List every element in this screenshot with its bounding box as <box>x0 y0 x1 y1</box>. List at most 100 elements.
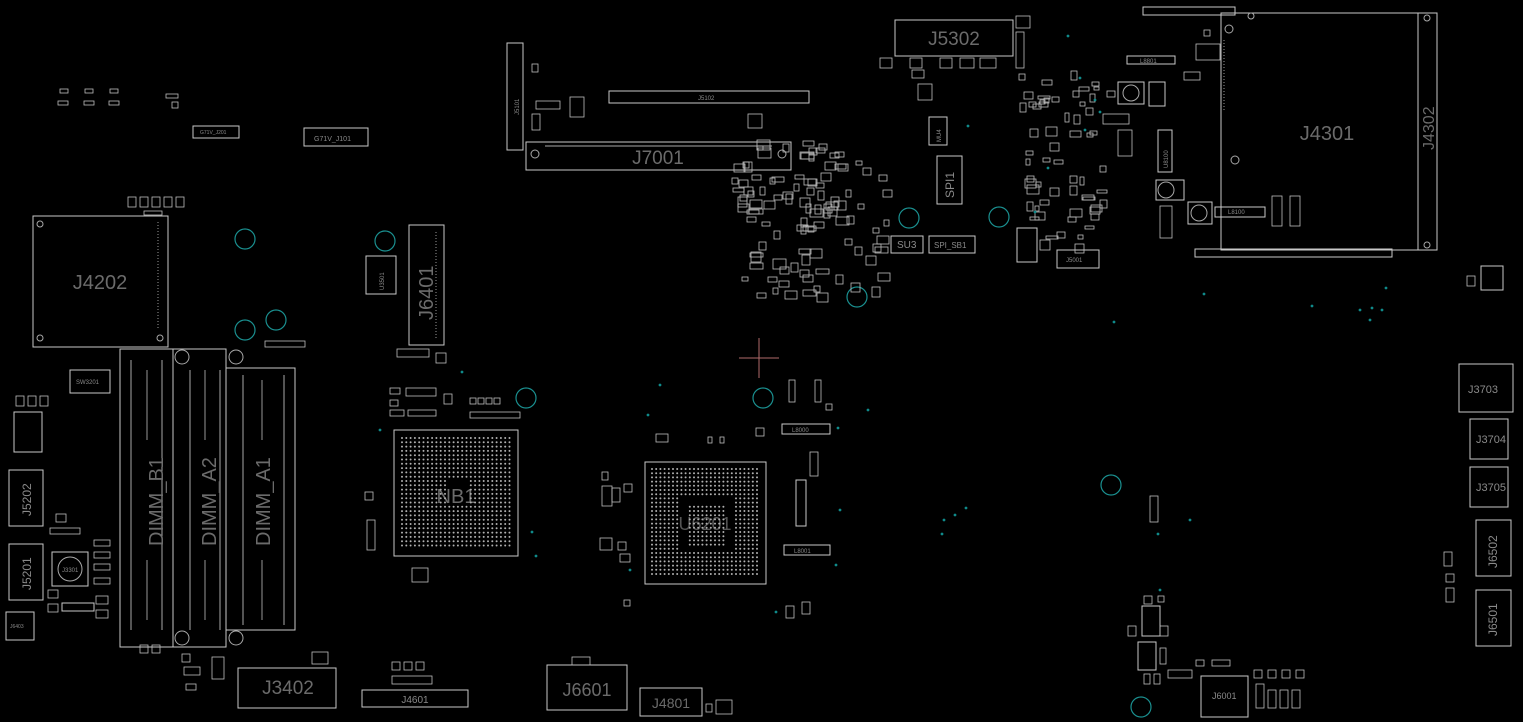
j6401-label: J6401 <box>416 266 438 321</box>
mounting-hole <box>515 387 537 409</box>
dimm-a1-label: DIMM_A1 <box>253 457 275 546</box>
cpu-support-parts: L8000 L8001 <box>599 379 833 619</box>
dimm-b1-slot[interactable]: DIMM_B1 <box>119 348 174 648</box>
svg-text:SPI1: SPI1 <box>943 172 957 198</box>
j5302-connector[interactable]: J5302 <box>879 15 1031 101</box>
svg-text:J5201: J5201 <box>20 557 34 590</box>
j3704-connector[interactable]: J3704 <box>1469 418 1509 460</box>
mu4-chip: MU4 <box>928 116 948 146</box>
mounting-hole <box>265 309 287 331</box>
cpu-label: U6201 <box>678 514 731 534</box>
mounting-hole <box>1100 474 1122 496</box>
nb1-support-parts <box>364 387 521 583</box>
svg-text:L8000: L8000 <box>792 428 809 434</box>
svg-text:J3704: J3704 <box>1476 434 1506 446</box>
j4301-module[interactable]: J4301 J4302 <box>1142 6 1438 258</box>
svg-text:G71V_J101: G71V_J101 <box>314 136 351 143</box>
j5302-label: J5302 <box>928 29 980 50</box>
dimm-a2-label: DIMM_A2 <box>199 457 221 546</box>
svg-text:SPI_SB1: SPI_SB1 <box>934 241 967 250</box>
svg-text:L8801: L8801 <box>1140 59 1157 65</box>
g71v-j201-connector: G71V_J201 <box>192 125 240 139</box>
j4202-label: J4202 <box>73 272 128 294</box>
l8801-inductor: L8801 <box>1126 55 1176 65</box>
svg-text:J3703: J3703 <box>1468 384 1498 396</box>
svg-text:J3705: J3705 <box>1476 482 1506 494</box>
j4801-connector[interactable]: J4801 <box>639 687 733 717</box>
svg-text:J6502: J6502 <box>1486 535 1500 568</box>
svg-text:MU4: MU4 <box>937 129 943 142</box>
j4302-label: J4302 <box>1421 106 1438 150</box>
mounting-hole <box>234 228 256 250</box>
svg-text:J5202: J5202 <box>20 483 34 516</box>
j7001-connector[interactable]: J7001 <box>525 141 792 171</box>
nb1-chip[interactable]: NB1 <box>393 429 519 557</box>
j3402-connector[interactable]: J3402 <box>139 644 337 709</box>
spi1-chip: SPI1 <box>936 155 963 205</box>
j6001-connector[interactable]: J6001 <box>1200 675 1249 718</box>
j6501-connector[interactable]: J6501 <box>1475 589 1512 647</box>
mounting-hole <box>846 286 868 308</box>
j5201-connector[interactable]: J5201 <box>8 543 44 601</box>
g71v-j101-connector: G71V_J101 <box>303 127 369 147</box>
origin-crosshair-marker <box>739 338 779 378</box>
svg-text:J6001: J6001 <box>1212 691 1237 701</box>
nb1-label: NB1 <box>437 486 476 508</box>
j4301-label: J4301 <box>1300 123 1355 145</box>
right-smd-cluster <box>1018 70 1116 254</box>
svg-text:L8100: L8100 <box>1228 210 1245 216</box>
svg-text:U3501: U3501 <box>380 272 386 290</box>
j5102-connector: J5102 <box>608 90 810 129</box>
j3301-component: J3301 <box>51 551 89 587</box>
j3402-label: J3402 <box>262 678 314 699</box>
j5001-connector: J5001 <box>1016 227 1100 269</box>
j6601-connector[interactable]: J6601 <box>546 656 628 711</box>
j4601-connector[interactable]: J4601 <box>361 661 469 708</box>
svg-text:J3301: J3301 <box>62 568 79 574</box>
j3703-connector[interactable]: J3703 <box>1458 363 1514 413</box>
svg-text:J4601: J4601 <box>401 695 429 706</box>
j7001-label: J7001 <box>632 148 684 169</box>
mounting-hole <box>374 230 396 252</box>
svg-text:SW3201: SW3201 <box>76 380 100 386</box>
svg-text:J5102: J5102 <box>698 96 715 102</box>
right-edge-small-parts <box>1443 265 1504 603</box>
j5202-connector[interactable]: J5202 <box>8 469 44 527</box>
power-area-parts <box>1102 29 1301 239</box>
u8100-chip: U8100 <box>1157 129 1173 173</box>
l8100-inductor: L8100 <box>1214 206 1266 218</box>
mounting-hole <box>234 319 256 341</box>
j4801-label: J4801 <box>652 695 690 711</box>
dimm-a1-slot[interactable]: DIMM_A1 <box>225 349 296 646</box>
j5101-connector: J5101 <box>506 42 585 151</box>
svg-text:J5101: J5101 <box>515 98 521 115</box>
mounting-hole <box>988 206 1010 228</box>
svg-text:G71V_J201: G71V_J201 <box>200 130 227 136</box>
svg-text:U8100: U8100 <box>1164 150 1170 168</box>
left-small-parts <box>13 395 111 619</box>
cpu-socket[interactable]: U6201 <box>644 461 767 585</box>
top-left-smd-group <box>57 88 179 109</box>
svg-text:L8001: L8001 <box>794 549 811 555</box>
dimm-a2-slot[interactable]: DIMM_A2 <box>172 348 227 648</box>
j6601-label: J6601 <box>562 680 611 700</box>
dimm-b1-label: DIMM_B1 <box>146 457 168 546</box>
j6502-connector[interactable]: J6502 <box>1475 519 1512 577</box>
via-dots <box>378 34 1388 614</box>
mounting-hole <box>1130 696 1152 718</box>
sw3201-switch[interactable]: SW3201 <box>69 369 111 394</box>
svg-text:SU3: SU3 <box>897 240 917 251</box>
j4202-module[interactable]: J4202 <box>32 196 185 348</box>
bottom-right-small-parts <box>1127 495 1305 709</box>
mounting-hole <box>752 387 774 409</box>
mounting-hole <box>898 207 920 229</box>
svg-text:J6501: J6501 <box>1486 603 1500 636</box>
spi-sb1-chip: SPI_SB1 <box>928 235 976 254</box>
center-smd-cluster <box>731 139 893 303</box>
cpu-ball-grid <box>651 468 758 575</box>
j3705-connector[interactable]: J3705 <box>1469 466 1509 508</box>
j6401-connector[interactable]: J6401 U3501 <box>365 224 447 364</box>
su3-chip: SU3 <box>890 235 924 254</box>
